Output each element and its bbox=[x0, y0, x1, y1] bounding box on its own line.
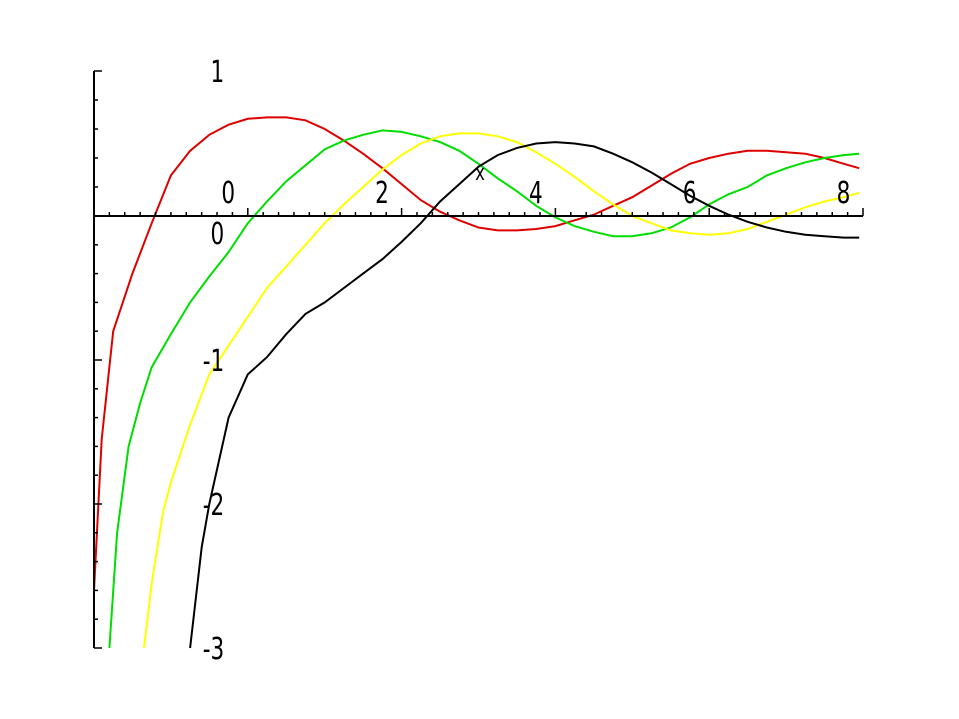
y-tick-label: 1 bbox=[211, 56, 225, 90]
series-line-3 bbox=[143, 132, 860, 649]
series-line-4 bbox=[189, 141, 860, 649]
labels-layer: 024681010-1-2-3x bbox=[203, 56, 851, 667]
x-axis-label: x bbox=[475, 160, 485, 186]
y-tick-label: -2 bbox=[203, 489, 225, 523]
x-tick-label: 4 bbox=[529, 177, 543, 211]
y-tick-label: -1 bbox=[203, 345, 225, 379]
x-tick-label: 2 bbox=[375, 177, 389, 211]
x-tick-label: 0 bbox=[221, 177, 235, 211]
series-layer bbox=[93, 116, 860, 649]
x-tick-label: 8 bbox=[837, 177, 851, 211]
x-tick-label: 6 bbox=[683, 177, 697, 211]
series-line-2 bbox=[108, 129, 860, 649]
y-tick-label: 0 bbox=[211, 218, 225, 252]
y-tick-label: -3 bbox=[203, 633, 225, 667]
axes-layer bbox=[93, 70, 864, 649]
series-line-1 bbox=[93, 116, 860, 591]
